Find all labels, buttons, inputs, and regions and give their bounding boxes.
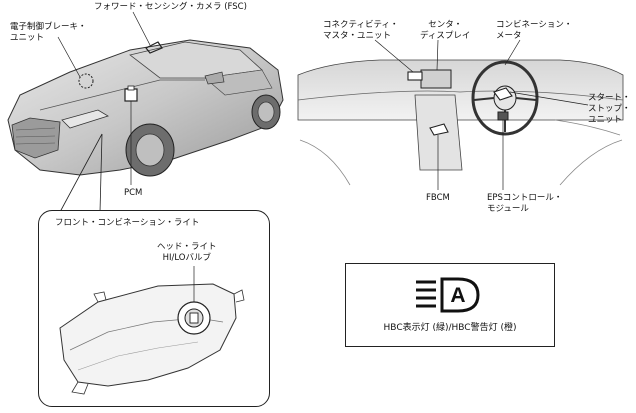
hbc-icon-letter: A bbox=[450, 284, 465, 307]
eps-module-label: EPSコントロール・ モジュール bbox=[487, 193, 562, 215]
front-combination-light-inset: フロント・コンビネーション・ライト ヘッド・ライト HI/LOバルブ bbox=[38, 210, 270, 407]
fbcm-label: FBCM bbox=[426, 193, 450, 204]
center-display-label-line1: センタ・ bbox=[428, 20, 463, 30]
start-stop-label-line3: ユニット bbox=[588, 115, 623, 125]
head-light-label-line2: HI/LOバルブ bbox=[162, 253, 211, 263]
eps-label-line1: EPSコントロール・ bbox=[487, 193, 563, 203]
fsc-label: フォワード・センシング・カメラ (FSC) bbox=[94, 2, 247, 13]
head-light-bulb-label: ヘッド・ライト HI/LOバルブ bbox=[157, 242, 217, 264]
connectivity-label-line2: マスタ・ユニット bbox=[323, 31, 392, 41]
auto-high-beam-icon: A bbox=[416, 277, 480, 313]
hbc-caption: HBC表示灯 (緑)/HBC警告灯 (橙) bbox=[383, 323, 517, 333]
brake-unit-label-line1: 電子制御ブレーキ・ bbox=[10, 22, 87, 32]
start-stop-unit-label: スタート・ ストップ・ ユニット bbox=[588, 93, 631, 126]
head-light-label-line1: ヘッド・ライト bbox=[157, 242, 217, 252]
brake-unit-label-line2: ユニット bbox=[10, 33, 45, 43]
combination-meter-label-line1: コンビネーション・ bbox=[496, 20, 573, 30]
headlight-callout-lines bbox=[59, 133, 103, 213]
front-combination-light-title-text: フロント・コンビネーション・ライト bbox=[55, 218, 200, 228]
start-stop-label-line2: ストップ・ bbox=[588, 104, 631, 114]
combination-meter-label: コンビネーション・ メータ bbox=[496, 20, 572, 42]
fsc-label-text: フォワード・センシング・カメラ (FSC) bbox=[94, 2, 247, 12]
start-stop-label-line1: スタート・ bbox=[588, 93, 631, 103]
brake-unit-marker bbox=[57, 36, 94, 89]
center-display-label-line2: ディスプレイ bbox=[420, 31, 471, 41]
fsc-camera-marker bbox=[132, 11, 163, 54]
center-display-label: センタ・ ディスプレイ bbox=[420, 20, 470, 42]
interior-illustration bbox=[296, 39, 625, 190]
front-combination-light-title: フロント・コンビネーション・ライト bbox=[55, 218, 199, 229]
headlight-assembly-drawing bbox=[59, 266, 245, 395]
brake-unit-label: 電子制御ブレーキ・ ユニット bbox=[10, 22, 87, 44]
car-body bbox=[7, 39, 284, 177]
pcm-label: PCM bbox=[124, 188, 142, 199]
pcm-label-text: PCM bbox=[124, 188, 143, 198]
eps-label-line2: モジュール bbox=[487, 204, 529, 214]
pcm-marker bbox=[124, 85, 138, 185]
hbc-indicator-box: A HBC表示灯 (緑)/HBC警告灯 (橙) bbox=[345, 263, 555, 347]
connectivity-unit-label: コネクティビティ・ マスタ・ユニット bbox=[323, 20, 398, 42]
combination-meter-label-line2: メータ bbox=[496, 31, 522, 41]
connectivity-label-line1: コネクティビティ・ bbox=[323, 20, 399, 30]
fbcm-label-text: FBCM bbox=[426, 193, 450, 203]
